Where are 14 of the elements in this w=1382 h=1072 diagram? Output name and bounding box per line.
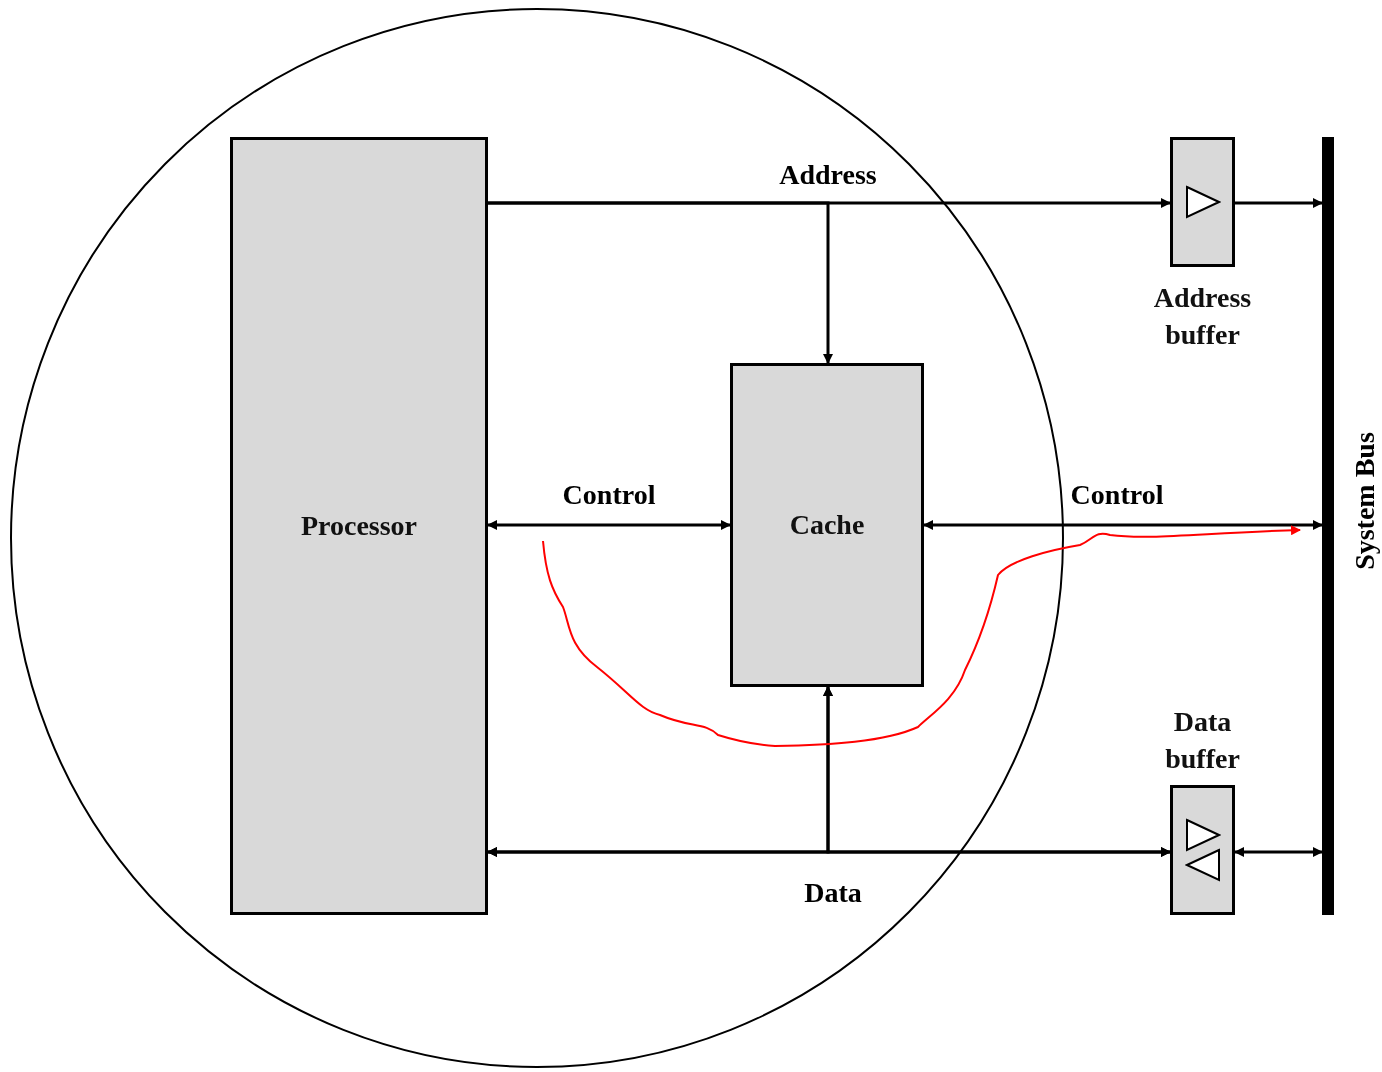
connector-arrow bbox=[487, 520, 731, 530]
connector-arrow bbox=[923, 520, 1323, 530]
box-label: Processor bbox=[300, 510, 418, 542]
connector-arrow bbox=[1234, 847, 1323, 857]
component-box bbox=[730, 363, 924, 687]
freehand-arrow bbox=[542, 525, 1301, 747]
connector-arrow bbox=[1235, 198, 1323, 208]
buffer-label: Data buffer bbox=[1164, 705, 1241, 776]
component-box bbox=[230, 137, 488, 915]
bus-label: System Bus bbox=[1349, 431, 1381, 571]
connector-arrow bbox=[823, 686, 1171, 857]
connector-arrow bbox=[488, 201, 833, 364]
buffer-label: Address buffer bbox=[1152, 281, 1253, 352]
box-label: Cache bbox=[789, 509, 865, 541]
